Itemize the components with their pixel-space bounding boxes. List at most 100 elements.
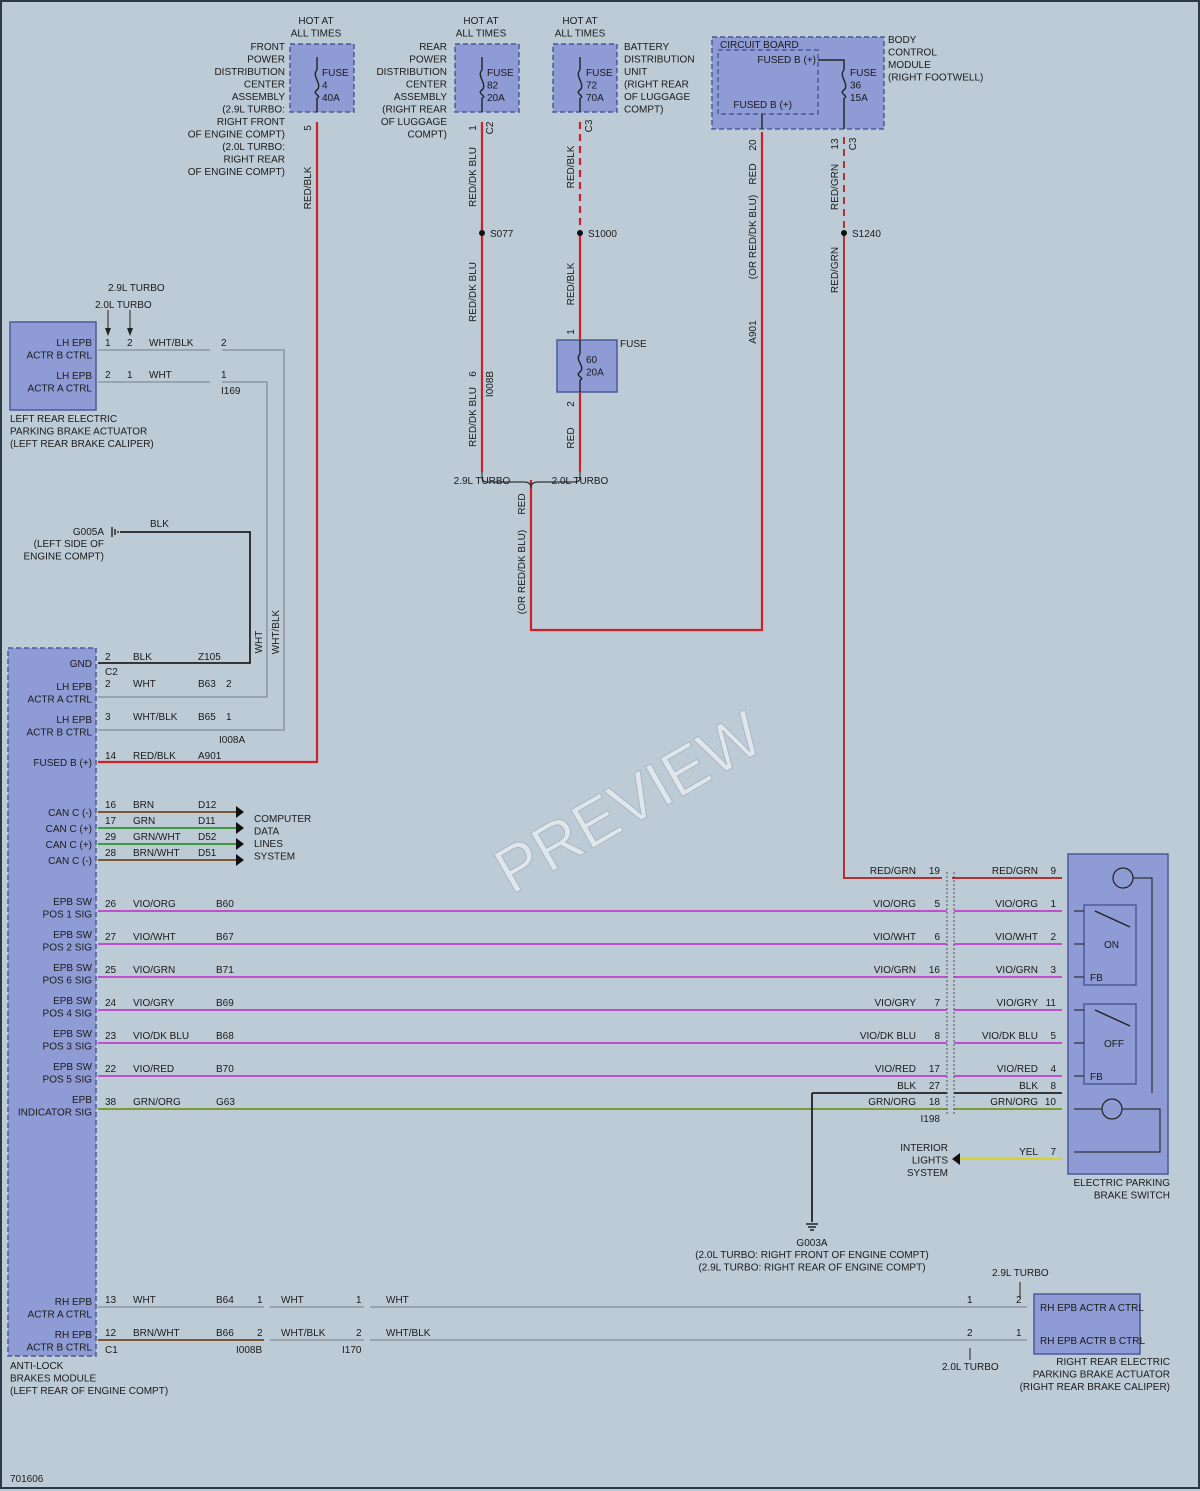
abs-epb-5-wire: VIO/RED (133, 1064, 174, 1075)
abs-row-1-wire: WHT (133, 679, 156, 690)
abs-epb-6-wire: GRN/ORG (133, 1097, 181, 1108)
sw-redgrn-pin: 9 (1050, 866, 1056, 877)
wire-label-red-blk-2: RED/BLK (566, 145, 577, 188)
wire-label-wht-vert: WHT (254, 631, 265, 654)
i198-epb-0-pin: 5 (934, 899, 940, 910)
abs-epb-4-pin: 23 (105, 1031, 117, 1042)
abs-c1: C1 (105, 1345, 118, 1356)
wire-a901-merged (529, 132, 764, 632)
switch-internal-wiring (1074, 877, 1161, 1153)
abs-epb-2-pin: 25 (105, 965, 117, 976)
abs-row-0-circuit: Z105 (198, 652, 221, 663)
g003a-desc: (2.0L TURBO: RIGHT FRONT OF ENGINE COMPT… (695, 1250, 929, 1274)
sw-epb-2-wire: VIO/GRN (996, 965, 1038, 976)
fuse-82-conn: C2 (485, 121, 496, 134)
lh-turbo-20: 2.0L TURBO (95, 300, 152, 311)
turbo-brace (481, 472, 581, 489)
lh-pin-b29: 1 (105, 338, 111, 349)
wire-red-blk-a901 (98, 122, 319, 764)
i169-name: I169 (221, 386, 241, 397)
switch-pin-stubs (1074, 910, 1084, 1077)
wire-label-wht-blk-vert: WHT/BLK (271, 609, 282, 654)
fuse-symbols (314, 57, 847, 129)
switch-contacts (1094, 910, 1131, 1027)
abs-can-3-name: CAN C (-) (48, 856, 92, 867)
abs-row-0-wire: BLK (133, 652, 152, 663)
i198-redgrn-wire: RED/GRN (870, 866, 916, 877)
abs-can-2-wire: GRN/WHT (133, 832, 181, 843)
abs-epb-5-pin: 22 (105, 1064, 117, 1075)
abs-can-3-circuit: D51 (198, 848, 217, 859)
wire-label-red-grn-2: RED/GRN (830, 247, 841, 293)
abs-row-2-ipin: 1 (226, 712, 232, 723)
bcm-pin-20: 20 (748, 139, 759, 151)
abs-row-2-wire: WHT/BLK (133, 712, 178, 723)
abs-epb-0-wire: VIO/ORG (133, 899, 176, 910)
i198-epb-6-wire: GRN/ORG (868, 1097, 916, 1108)
fuse-60-title: FUSE (620, 339, 647, 350)
abs-rh-1-wire2: WHT/BLK (281, 1328, 326, 1339)
lh-turbo-29: 2.9L TURBO (108, 283, 165, 294)
bcm-fused-b-1: FUSED B (+) (757, 55, 816, 66)
turbo-20-label: 2.0L TURBO (552, 476, 609, 487)
abs-row-3-wire: RED/BLK (133, 751, 176, 762)
can-lines (98, 806, 244, 866)
abs-row-1-pin: 2 (105, 679, 111, 690)
sw-epb-6-wire: GRN/ORG (990, 1097, 1038, 1108)
fuse-4-box (289, 43, 355, 113)
turbo-arrowheads-lh (105, 328, 133, 336)
abs-module-box (7, 647, 97, 1357)
lh-pin-b20: 2 (127, 338, 133, 349)
abs-epb-2-circuit: B71 (216, 965, 234, 976)
i198-epb-2-wire: VIO/GRN (874, 965, 916, 976)
abs-can-0-wire: BRN (133, 800, 154, 811)
abs-i170: I170 (342, 1345, 362, 1356)
g003a-name: G003A (796, 1238, 827, 1249)
i008b-name: I008B (485, 371, 496, 397)
wire-label-red-merged: RED (517, 493, 528, 514)
i198-epb-5-pin: 17 (929, 1064, 941, 1075)
i198-epb-5-wire: VIO/RED (875, 1064, 916, 1075)
i198-epb-0-wire: VIO/ORG (873, 899, 916, 910)
connector-i198 (946, 872, 955, 1114)
i198-epb-3-wire: VIO/GRY (875, 998, 917, 1009)
wire-label-wht-blk-lh: WHT/BLK (149, 338, 194, 349)
abs-rh-0-wire: WHT (133, 1295, 156, 1306)
abs-epb-0-pin: 26 (105, 899, 117, 910)
sw-epb-5-pin: 4 (1050, 1064, 1056, 1075)
abs-can-1-wire: GRN (133, 816, 155, 827)
abs-can-3-wire: BRN/WHT (133, 848, 180, 859)
abs-can-1-pin: 17 (105, 816, 117, 827)
abs-epb-6-pin: 38 (105, 1097, 117, 1108)
i169-pin-b: 2 (221, 338, 227, 349)
wire-red-grn (843, 232, 942, 879)
sw-epb-1-wire: VIO/WHT (995, 932, 1038, 943)
fuse-4-pin: 5 (303, 125, 314, 131)
i198-blk-pin: 27 (929, 1081, 941, 1092)
i169-pin-a: 1 (221, 370, 227, 381)
abs-rh-0-ip2: 1 (356, 1295, 362, 1306)
sw-blk-wire: BLK (1019, 1081, 1038, 1092)
sw-yel-pin: 7 (1050, 1147, 1056, 1158)
fuse-72-box (552, 43, 618, 113)
wire-blk-gnd (98, 531, 251, 664)
rh-turbo-20: 2.0L TURBO (942, 1362, 999, 1373)
splice-s1240-dot (841, 230, 847, 236)
circuit-board-box (717, 49, 819, 115)
